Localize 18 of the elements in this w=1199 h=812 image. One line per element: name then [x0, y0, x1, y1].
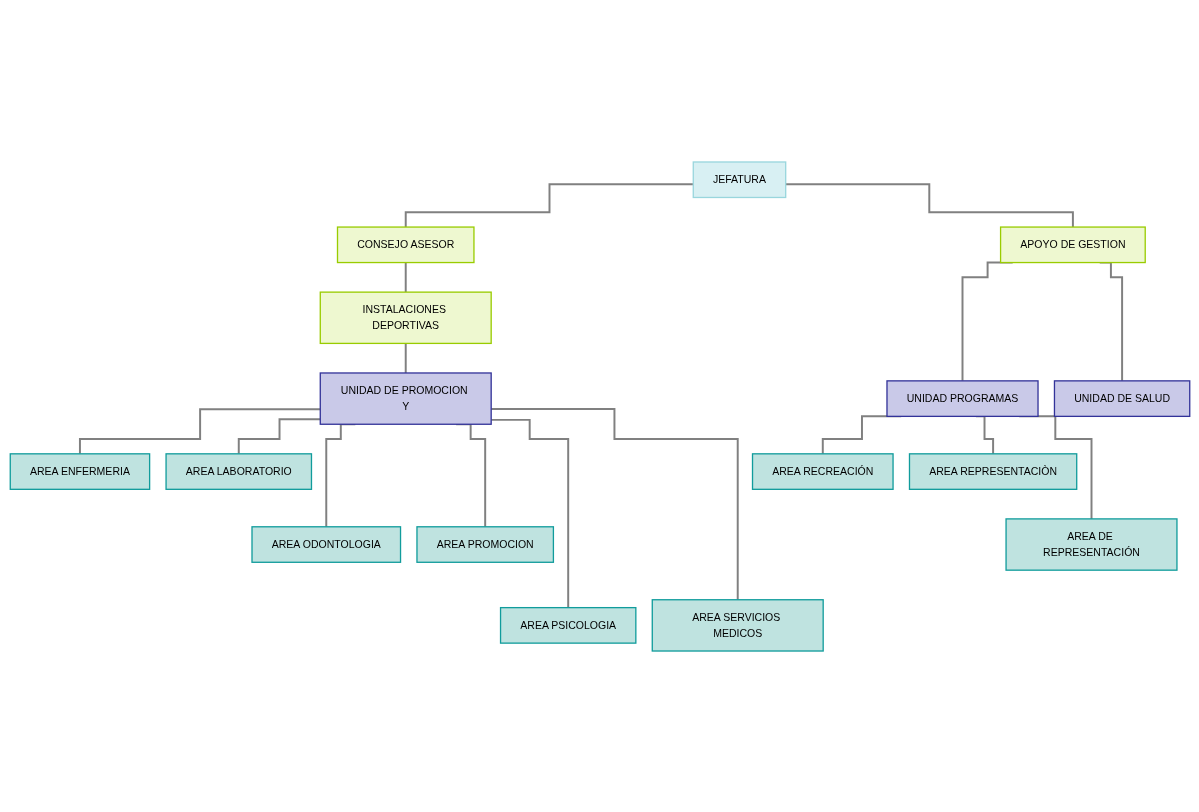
node-box: UNIDAD PROGRAMAS [885, 379, 1039, 417]
node-box: AREA ODONTOLOGIA [250, 525, 401, 563]
connector [404, 261, 407, 293]
node-box: AREA REPRESENTACIÒN [908, 452, 1077, 490]
node-box: AREA PROMOCION [415, 525, 554, 563]
node-box: JEFATURA [692, 160, 786, 198]
node-box: INSTALACIONES DEPORTIVAS [319, 290, 492, 344]
node-box: UNIDAD DE PROMOCION Y [319, 371, 492, 425]
node-box: AREA RECREACIÓN [751, 452, 894, 490]
node-box: AREA SERVICIOS MEDICOS [651, 598, 824, 652]
node-box: AREA PSICOLOGIA [499, 606, 636, 644]
node-box: APOYO DE GESTION [999, 225, 1146, 263]
connector [404, 341, 407, 374]
node-box: AREA ENFERMERIA [9, 452, 150, 490]
node-box: AREA DE REPRESENTACIÓN [1004, 517, 1178, 571]
node-box: AREA LABORATORIO [164, 452, 312, 490]
node-box: UNIDAD DE SALUD [1053, 379, 1190, 417]
node-box: CONSEJO ASESOR [336, 225, 475, 263]
